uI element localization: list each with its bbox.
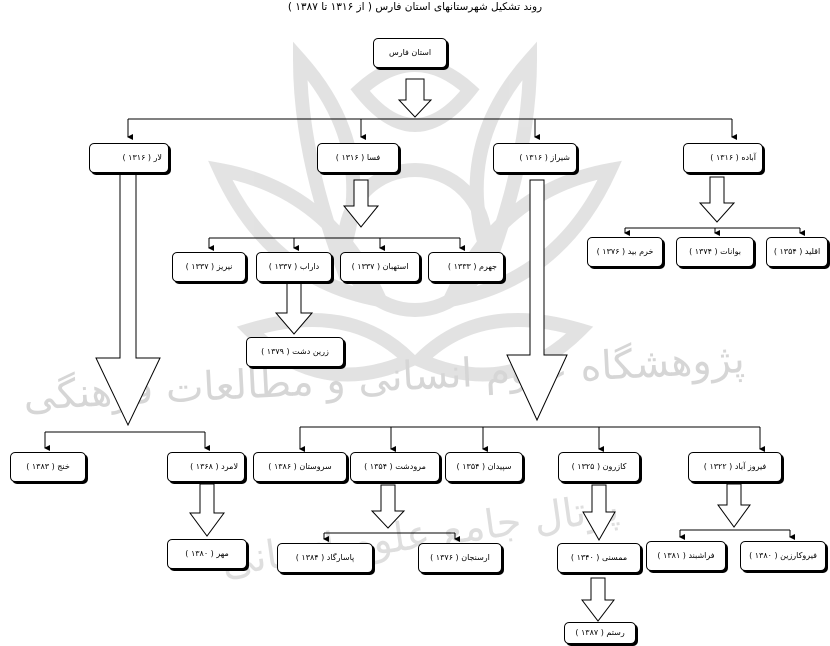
node-abadeh: آباده ( ۱۳۱۶ )	[683, 143, 763, 173]
node-sarvestan: سروستان ( ۱۳۸۶ )	[253, 452, 347, 482]
block-arrow-mamasani	[580, 577, 616, 622]
node-neyriz: نیریز ( ۱۳۳۷ )	[172, 252, 246, 282]
node-shiraz: شیراز ( ۱۳۱۶ )	[493, 143, 577, 173]
node-bavanat: بوانات ( ۱۳۷۴ )	[676, 237, 754, 267]
block-arrow-lamerd	[189, 483, 225, 537]
node-pasargad: پاسارگاد ( ۱۳۸۴ )	[277, 543, 373, 573]
node-firuzkuhzin: فیروکارزین ( ۱۳۸۰ )	[740, 541, 826, 571]
block-arrow-darab	[274, 281, 314, 335]
node-mamasani: ممسنی ( ۱۳۴۰ )	[557, 543, 641, 573]
node-firuzabad: فیروز آباد ( ۱۳۲۲ )	[688, 452, 782, 482]
node-marvdasht: مرودشت ( ۱۳۵۴ )	[350, 452, 440, 482]
node-zarrindasht: زرین دشت ( ۱۳۷۹ )	[246, 337, 344, 367]
node-fars-province: استان فارس	[373, 38, 447, 68]
node-lamerd: لامرد ( ۱۳۶۸ )	[167, 452, 245, 482]
node-khonj: خنج ( ۱۳۸۳ )	[10, 452, 86, 482]
node-rostam: رستم ( ۱۳۸۷ )	[564, 622, 636, 644]
node-eqlid: اقلید ( ۱۳۵۴ )	[766, 237, 828, 267]
node-lar: لار ( ۱۳۱۶ )	[89, 143, 169, 173]
diagram-title: روند تشکیل شهرستانهای استان فارس ( از ۱۳…	[287, 1, 543, 13]
node-kazerun: کازرون ( ۱۳۲۵ )	[558, 452, 640, 482]
node-mohr: مهر ( ۱۳۸۰ )	[167, 539, 247, 569]
block-arrow-firuzabad	[717, 483, 751, 528]
block-arrow-shiraz	[506, 179, 568, 422]
node-arsanjan: ارسنجان ( ۱۳۷۶ )	[418, 543, 502, 573]
block-arrow-root	[397, 78, 433, 118]
node-estahban: استهبان ( ۱۳۳۷ )	[340, 252, 420, 282]
node-fasa: فسا ( ۱۳۱۶ )	[317, 143, 399, 173]
node-farashband: فراشبند ( ۱۳۸۱ )	[646, 541, 726, 571]
block-arrow-fasa	[342, 179, 380, 228]
node-sepidan: سپیدان ( ۱۳۵۴ )	[445, 452, 523, 482]
node-khorrambid: خرم بید ( ۱۳۷۶ )	[587, 237, 663, 267]
block-arrow-abadeh	[698, 176, 736, 223]
node-darab: داراب ( ۱۳۳۷ )	[256, 252, 332, 282]
node-jahrom: جهرم ( ۱۳۳۳ )	[428, 252, 504, 282]
block-arrow-kazerun	[582, 484, 616, 542]
block-arrow-lar	[95, 173, 161, 427]
block-arrow-marvdasht	[370, 484, 406, 529]
